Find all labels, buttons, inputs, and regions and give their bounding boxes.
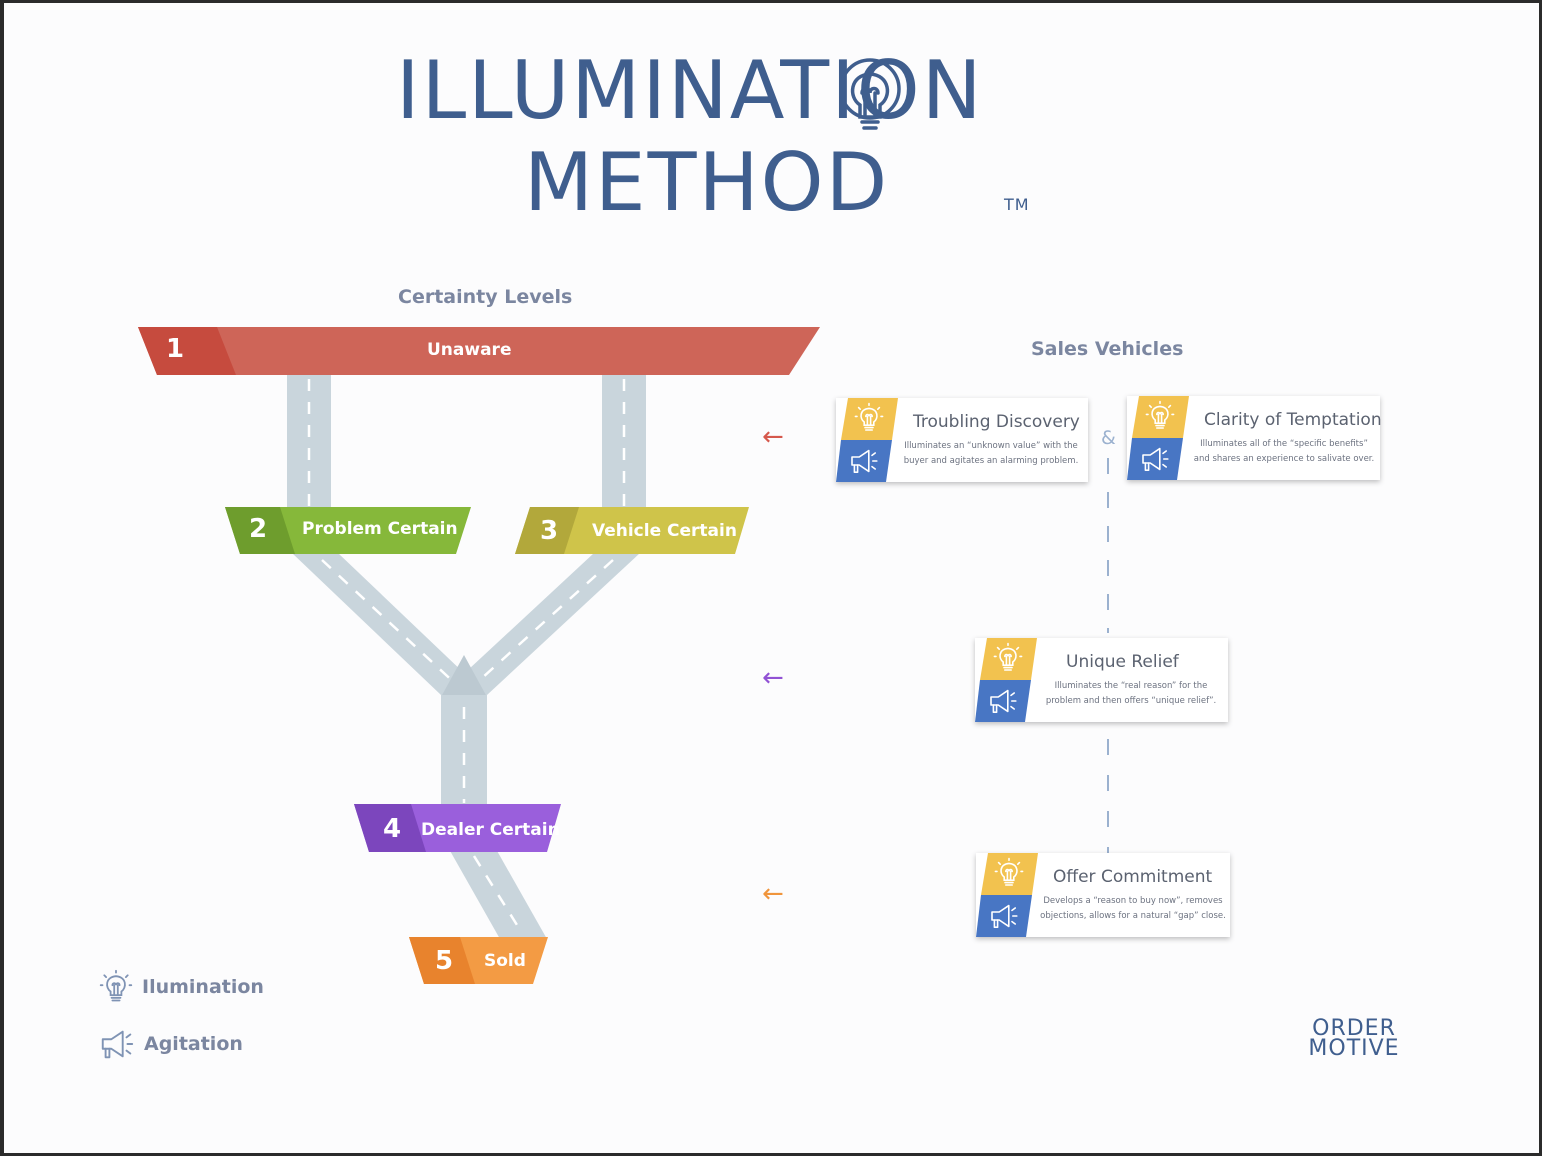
megaphone-icon bbox=[101, 1030, 134, 1059]
legend-illumination: Ilumination bbox=[98, 969, 264, 1005]
level-4-number: 4 bbox=[383, 814, 402, 844]
vehicle-title: Clarity of Temptation bbox=[1204, 410, 1382, 430]
road-dashes bbox=[471, 559, 614, 688]
illumination-method-diagram: ILLUMINATION METHOD TM Certainty Levels … bbox=[4, 3, 1539, 1153]
legend-label: Agitation bbox=[144, 1033, 243, 1055]
vehicle-title: Troubling Discovery bbox=[913, 412, 1080, 432]
vehicle-title: Unique Relief bbox=[1066, 652, 1179, 672]
level-5-label: Sold bbox=[484, 951, 526, 971]
vehicle-description: Develops a “reason to buy now”, removes … bbox=[1040, 896, 1226, 921]
road-dashes bbox=[472, 855, 524, 934]
level-3-banner bbox=[515, 507, 749, 554]
vehicle-title: Offer Commitment bbox=[1053, 867, 1213, 887]
level-1-number: 1 bbox=[166, 334, 185, 364]
level-2-number: 2 bbox=[249, 514, 268, 544]
level-5-number: 5 bbox=[435, 946, 454, 976]
logo-word-bottom: MOTIVE bbox=[1308, 1036, 1400, 1061]
vehicle-card-clarity-of-temptation: Clarity of Temptation Illuminates all of… bbox=[1127, 396, 1382, 480]
level-3-number: 3 bbox=[540, 516, 559, 546]
vehicle-card-offer-commitment: Offer Commitment Develops a “reason to b… bbox=[976, 853, 1230, 937]
road-dashes bbox=[321, 559, 460, 688]
level-2-label: Problem Certain bbox=[302, 519, 458, 539]
level-1-banner bbox=[138, 327, 820, 375]
vehicle-description: Illuminates an “unknown value” with the … bbox=[903, 441, 1079, 466]
sales-vehicles-heading: Sales Vehicles bbox=[1031, 338, 1184, 360]
level-3-label: Vehicle Certain bbox=[592, 521, 737, 541]
certainty-levels-heading: Certainty Levels bbox=[398, 286, 573, 308]
left-arrow-icon: ← bbox=[762, 879, 784, 909]
legend-label: Ilumination bbox=[142, 976, 264, 998]
order-motive-logo: ORDER MOTIVE bbox=[1294, 1016, 1414, 1061]
level-4-label: Dealer Certain bbox=[421, 820, 560, 840]
left-arrow-icon: ← bbox=[762, 663, 784, 693]
road-segment bbox=[602, 373, 646, 513]
vehicle-card-troubling-discovery: Troubling Discovery Illuminates an “unkn… bbox=[836, 398, 1088, 482]
level-2-banner bbox=[225, 507, 471, 554]
road-segment bbox=[287, 373, 331, 513]
connector-ampersand: & bbox=[1101, 427, 1116, 449]
title-lightbulb-icon bbox=[834, 55, 906, 143]
legend-agitation: Agitation bbox=[98, 1025, 243, 1063]
lightbulb-icon bbox=[99, 969, 133, 1002]
vehicle-card-unique-relief: Unique Relief Illuminates the “real reas… bbox=[975, 638, 1228, 722]
certainty-funnel bbox=[138, 327, 1109, 984]
level-5-banner bbox=[409, 937, 548, 984]
level-4-banner bbox=[354, 804, 561, 852]
left-arrow-icon: ← bbox=[762, 422, 784, 452]
vehicle-description: Illuminates the “real reason” for the pr… bbox=[1045, 681, 1217, 706]
road-merge bbox=[441, 655, 487, 697]
road-segment bbox=[449, 849, 547, 939]
trademark-mark: TM bbox=[1004, 195, 1030, 214]
logo-word-top: ORDER bbox=[1312, 1016, 1396, 1041]
vehicle-description: Illuminates all of the “specific benefit… bbox=[1193, 439, 1375, 464]
level-1-label: Unaware bbox=[427, 340, 512, 360]
road-network bbox=[287, 373, 646, 939]
title-line-2: METHOD bbox=[524, 136, 890, 229]
